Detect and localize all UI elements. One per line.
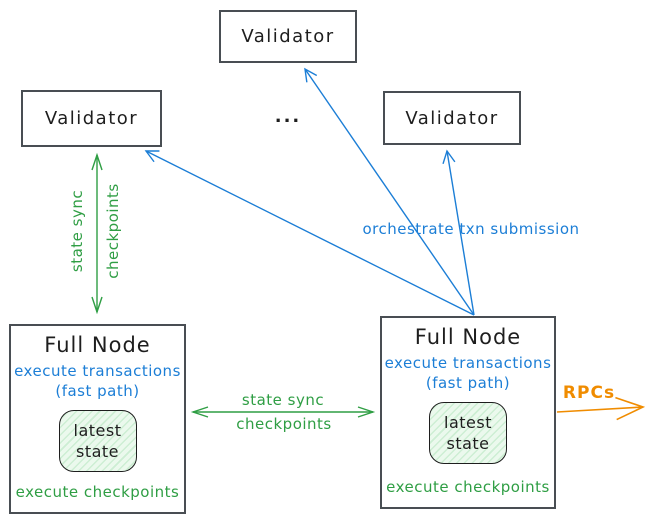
full-node-left-execute-checkpoints: execute checkpoints [15,483,180,501]
rpc-arrow [556,396,646,421]
full-node-right-execute-transactions: execute transactions (fast path) [385,353,552,393]
full-node-right-execute-checkpoints: execute checkpoints [386,478,550,496]
validator-right-label: Validator [405,107,499,129]
full-node-box-left: Full Node execute transactions (fast pat… [9,324,186,514]
validator-box-right: Validator [383,91,521,145]
full-node-box-right: Full Node execute transactions (fast pat… [380,316,556,509]
latest-state-right-line1: latest [444,413,492,432]
full-node-right-exec-line1: execute transactions [384,354,552,372]
validators-ellipsis: ... [274,106,302,127]
vertical-state-sync-label: state sync [68,189,86,273]
orchestrate-txn-submission-label: orchestrate txn submission [362,220,580,238]
horizontal-state-sync-label: state sync [241,391,325,409]
rpcs-label: RPCs [562,383,616,403]
latest-state-left-line2: state [75,442,120,461]
full-node-right-exec-line2: (fast path) [425,374,511,392]
validator-left-label: Validator [44,108,139,129]
full-node-left-exec-line1: execute transactions [14,362,181,380]
full-node-right-title: Full Node [414,325,522,349]
validator-top-label: Validator [241,26,335,47]
vertical-checkpoints-label: checkpoints [104,183,122,279]
full-node-left-execute-transactions: execute transactions (fast path) [14,361,181,401]
latest-state-right-line2: state [446,434,490,453]
horizontal-checkpoints-label: checkpoints [236,415,332,433]
full-node-left-exec-line2: (fast path) [55,382,140,400]
validator-box-top: Validator [219,10,357,63]
full-node-left-title: Full Node [44,333,151,357]
latest-state-box-left: latest state [58,410,137,472]
latest-state-left-line1: latest [73,421,122,440]
latest-state-box-right: latest state [429,402,507,464]
validator-box-left: Validator [21,90,162,147]
